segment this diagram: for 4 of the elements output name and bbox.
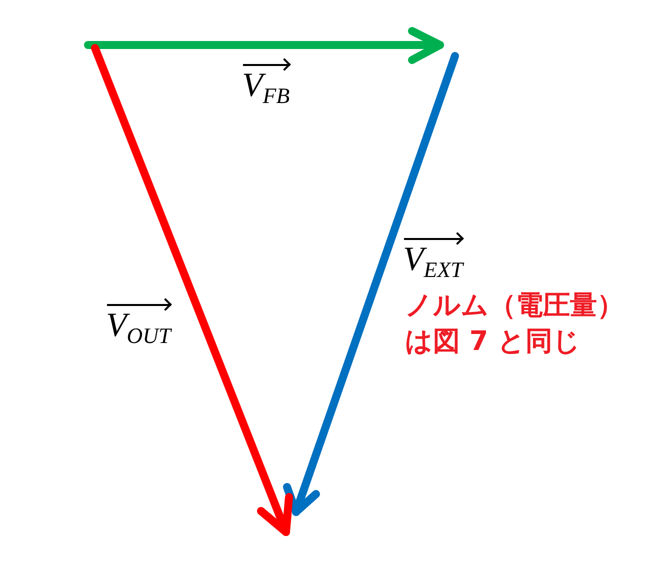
vector-label: V$_{EXT}$	[403, 232, 469, 278]
vector-label: V$_{FB}$	[242, 58, 296, 104]
vector-label: V$_{OUT}$	[106, 298, 177, 344]
note-text: ノルム（電圧量）は図 7 と同じ	[405, 289, 625, 359]
